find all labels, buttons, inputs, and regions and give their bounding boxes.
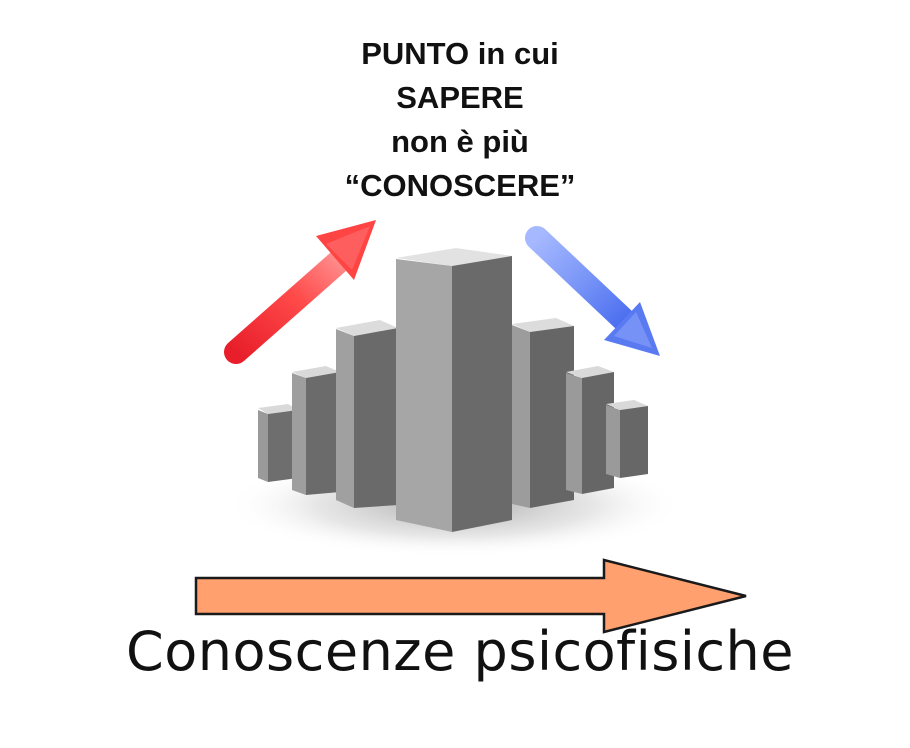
heading-line-2: SAPERE bbox=[396, 80, 524, 115]
heading-block: PUNTO in cui SAPERE non è più “CONOSCERE… bbox=[250, 32, 670, 208]
bar-1 bbox=[258, 404, 298, 482]
arrow-up-right-icon bbox=[224, 220, 376, 364]
arrow-down-right-icon bbox=[525, 226, 660, 356]
bar-3 bbox=[336, 320, 398, 508]
heading-line-4: “CONOSCERE” bbox=[344, 168, 576, 203]
heading-line-1: PUNTO in cui bbox=[361, 36, 559, 71]
bar-5 bbox=[512, 318, 574, 508]
footer-label: Conoscenze psicofisiche bbox=[126, 620, 794, 683]
bar-skyline bbox=[258, 248, 648, 532]
bar-7 bbox=[606, 400, 648, 478]
bar-4-tallest bbox=[396, 248, 512, 532]
heading-line-3: non è più bbox=[391, 124, 529, 159]
bar-2 bbox=[292, 366, 340, 495]
arrow-right-icon bbox=[194, 558, 747, 634]
